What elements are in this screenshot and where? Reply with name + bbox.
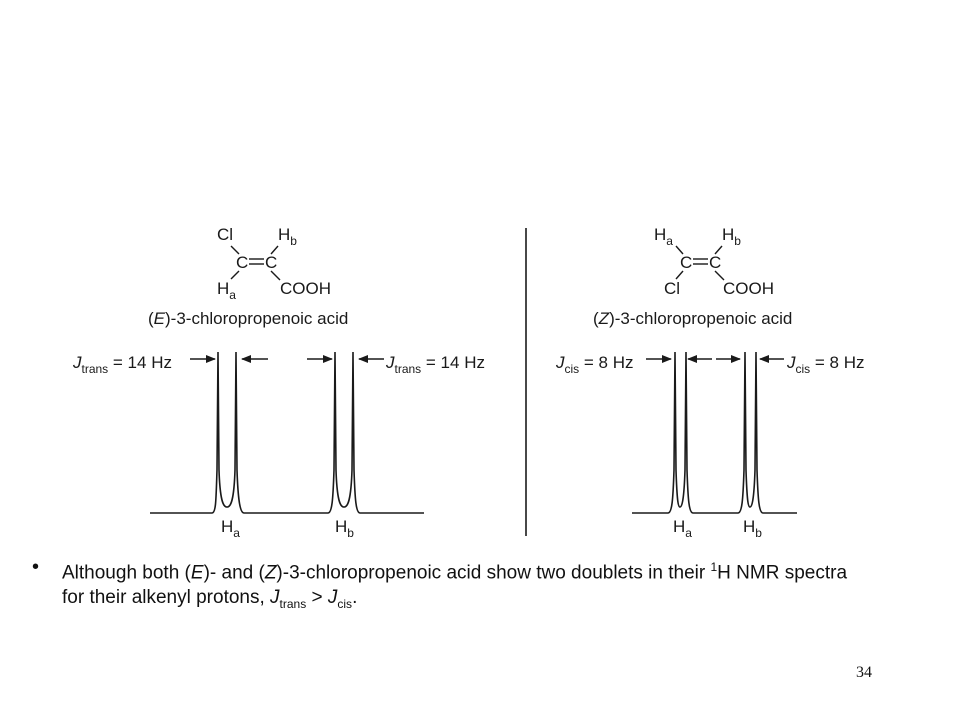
e-top-right-substituent: Hb xyxy=(278,225,297,248)
z-peak-label-hb: Hb xyxy=(743,517,762,540)
z-j-cis-left-label: Jcis = 8 Hz xyxy=(555,353,634,376)
e-bonds xyxy=(230,245,281,281)
z-top-left-substituent: Ha xyxy=(654,225,673,248)
e-j-trans-left-label: Jtrans = 14 Hz xyxy=(72,353,172,376)
z-bottom-right-substituent: COOH xyxy=(723,279,774,298)
z-isomer-structure: Ha Hb C C Cl COOH (Z)-3-chloropropenoic … xyxy=(593,225,792,328)
e-isomer-panel: Cl Hb C C Ha COOH (E)-3-chloropropenoic … xyxy=(72,225,485,540)
z-top-right-substituent: Hb xyxy=(722,225,741,248)
e-bottom-left-substituent: Ha xyxy=(217,279,236,302)
summary-bullet: • Although both (E)- and (Z)-3-chloropro… xyxy=(32,555,932,617)
z-compound-name: (Z)-3-chloropropenoic acid xyxy=(593,309,792,328)
z-coupling-labels: Jcis = 8 Hz Jcis = 8 Hz xyxy=(555,353,865,376)
z-peak-label-ha: Ha xyxy=(673,517,692,540)
z-j-cis-right-label: Jcis = 8 Hz xyxy=(786,353,865,376)
e-carbon-1: C xyxy=(236,253,248,272)
z-carbon-2: C xyxy=(709,253,721,272)
e-isomer-structure: Cl Hb C C Ha COOH (E)-3-chloropropenoic … xyxy=(148,225,348,328)
e-compound-name: (E)-3-chloropropenoic acid xyxy=(148,309,348,328)
z-bonds xyxy=(675,245,725,281)
e-coupling-labels: Jtrans = 14 Hz Jtrans = 14 Hz xyxy=(72,353,485,376)
z-nmr-spectrum-trace xyxy=(632,351,797,514)
e-carbon-2: C xyxy=(265,253,277,272)
e-peak-label-ha: Ha xyxy=(221,517,240,540)
e-top-left-substituent: Cl xyxy=(217,225,233,244)
z-isomer-panel: Ha Hb C C Cl COOH (Z)-3-chloropropenoic … xyxy=(555,225,865,540)
bullet-line-2: for their alkenyl protons, Jtrans > Jcis… xyxy=(62,587,358,612)
e-bottom-right-substituent: COOH xyxy=(280,279,331,298)
e-j-trans-right-label: Jtrans = 14 Hz xyxy=(385,353,485,376)
e-nmr-spectrum-trace xyxy=(150,351,424,514)
z-bottom-left-substituent: Cl xyxy=(664,279,680,298)
z-carbon-1: C xyxy=(680,253,692,272)
e-peak-label-hb: Hb xyxy=(335,517,354,540)
page-number: 34 xyxy=(856,664,872,681)
bullet-dot: • xyxy=(32,556,40,578)
bullet-line-1: Although both (E)- and (Z)-3-chloroprope… xyxy=(62,560,848,584)
